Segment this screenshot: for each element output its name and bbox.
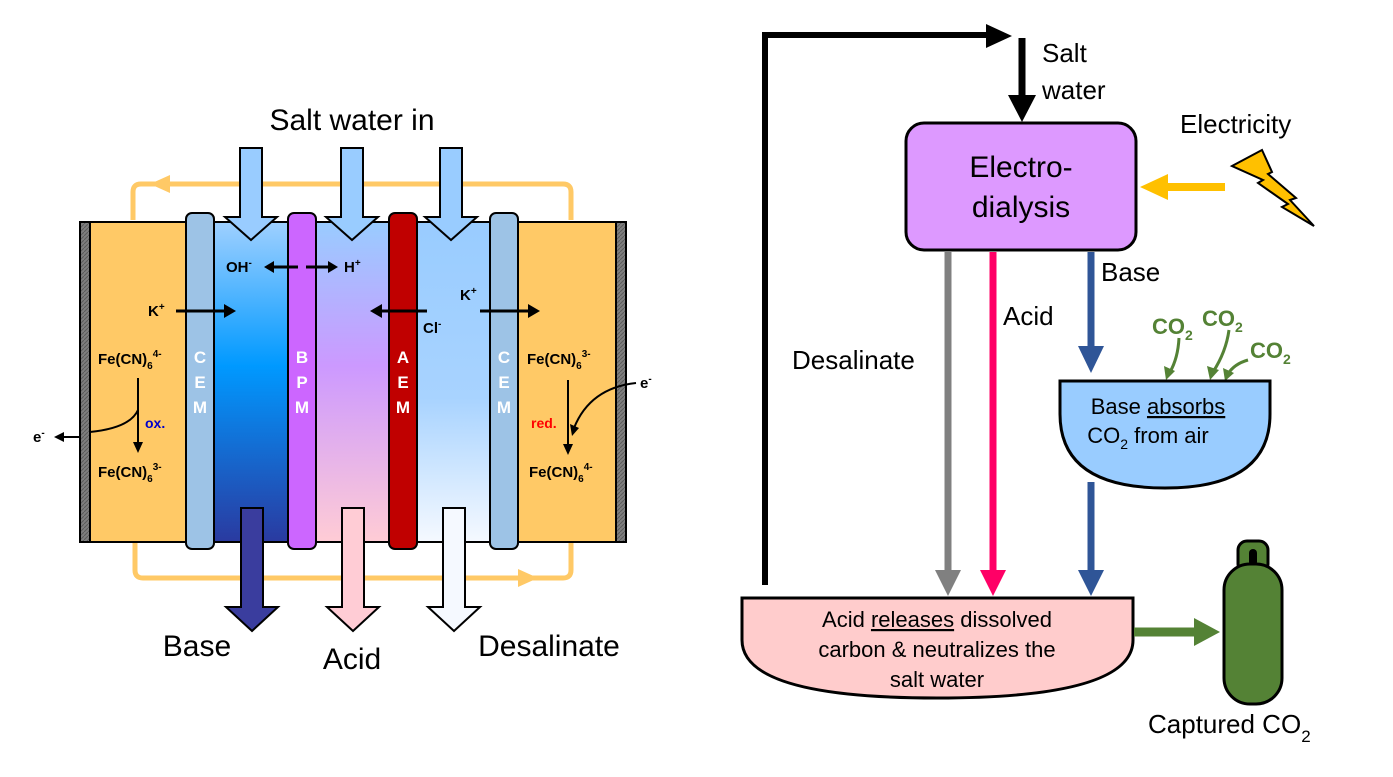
svg-text:E: E [397,373,408,392]
cathode-product-label: Fe(CN)64- [529,462,593,485]
captured-arrow-head [1194,618,1220,646]
cl-arrow [370,304,427,318]
membrane-aem [388,212,418,550]
membrane-cem-left [185,212,215,550]
co2-label-1: CO2 [1152,314,1193,343]
salt-water-arrow-head [1008,95,1036,122]
reduction-label: red. [531,415,557,431]
membrane-cem-right-label: C E M [497,348,511,417]
svg-text:M: M [396,398,410,417]
k-ion-right-label: K+ [460,286,477,304]
svg-text:P: P [296,373,307,392]
outlet-arrow-acid [324,507,382,633]
anode-reactant-label: Fe(CN)64- [98,349,162,372]
h-ion-label: H+ [344,258,361,276]
co2-arrow-heads [1164,366,1234,381]
svg-text:E: E [194,373,205,392]
acid-tank-text-2: carbon & neutralizes the [818,637,1055,662]
cl-ion-label: Cl- [423,319,441,337]
electrodialysis-box [904,121,1138,252]
desalinate-output-label: Desalinate [478,630,620,663]
svg-text:B: B [296,348,308,367]
base-output-label: Base [163,630,231,663]
reduction-arrow [563,380,637,455]
salt-water-label-2: water [1041,75,1106,105]
recirculation-arrow-top [150,175,170,193]
electron-out-arrow [54,432,80,442]
electrodialysis-label-1: Electro- [969,151,1072,184]
base-stream-label: Base [1101,257,1160,287]
oh-ion-label: OH- [226,258,252,276]
anode-electrode [79,221,91,543]
svg-text:C: C [498,348,510,367]
base-tank [1058,379,1272,490]
membrane-bpm-label: B P M [295,348,309,417]
co2-label-2: CO2 [1202,306,1243,335]
k-arrow-right [480,304,540,318]
cathode-reactant-label: Fe(CN)63- [527,349,591,372]
electricity-arrow-head [1140,174,1168,200]
electrodialysis-cell: C E M B P M A E M C E M Salt water in Ba… [33,104,652,676]
salt-water-in-label: Salt water in [269,104,434,137]
recirculation-arrow-bottom [518,569,538,587]
acid-tank [740,596,1135,700]
outlet-arrow-base [223,507,281,633]
anode-product-label: Fe(CN)63- [98,462,162,485]
electron-out-label: e- [33,428,45,446]
gas-cylinder-icon [1222,539,1284,706]
desalinate-stream-head [935,570,961,596]
salt-water-label-1: Salt [1042,38,1088,68]
base-tank-text-2: CO2 from air [1087,423,1208,452]
h-arrow [306,261,338,273]
svg-text:M: M [497,398,511,417]
desalinate-stream-label: Desalinate [792,345,915,375]
cathode-electrode [615,221,627,543]
acid-output-label: Acid [323,643,381,676]
recycle-arrow-head [986,24,1012,48]
k-ion-left-label: K+ [148,302,165,320]
lightning-bolt-icon [1229,148,1315,227]
acid-stream-head [980,570,1006,596]
membrane-bpm [287,212,317,550]
inlet-arrow-desalinate [422,147,480,242]
acid-stream-label: Acid [1003,301,1054,331]
oxidation-label: ox. [145,415,165,431]
desalinate-channel [413,221,497,543]
membrane-cem-left-label: C E M [193,348,207,417]
inlet-arrow-base [222,147,280,242]
svg-text:A: A [397,348,409,367]
svg-text:M: M [295,398,309,417]
oh-arrow [264,261,298,273]
acid-tank-text-3: salt water [890,667,984,692]
electron-in-label: e- [640,374,652,392]
base-stream-upper-head [1078,346,1104,373]
anolyte-chamber [89,221,193,543]
base-channel [209,221,293,543]
catholyte-chamber [511,221,617,543]
svg-text:C: C [194,348,206,367]
inlet-arrow-acid [323,147,381,242]
oxidation-arrow [89,378,143,453]
membrane-aem-label: A E M [396,348,410,417]
electricity-label: Electricity [1180,109,1291,139]
electrodialysis-label-2: dialysis [972,191,1070,224]
membrane-cem-right [489,212,519,550]
base-stream-lower-head [1078,570,1104,596]
outlet-arrow-desalinate [425,507,483,633]
captured-co2-label: Captured CO2 [1148,709,1311,746]
co2-label-3: CO2 [1250,338,1291,367]
recycle-line [762,32,992,585]
base-tank-text-1: Base absorbs [1091,394,1226,419]
process-flow: Salt water Electro- dialysis Electricity… [740,24,1315,746]
k-arrow-left [176,304,236,318]
svg-text:M: M [193,398,207,417]
acid-tank-text-1: Acid releases dissolved [822,607,1052,632]
svg-text:E: E [498,373,509,392]
